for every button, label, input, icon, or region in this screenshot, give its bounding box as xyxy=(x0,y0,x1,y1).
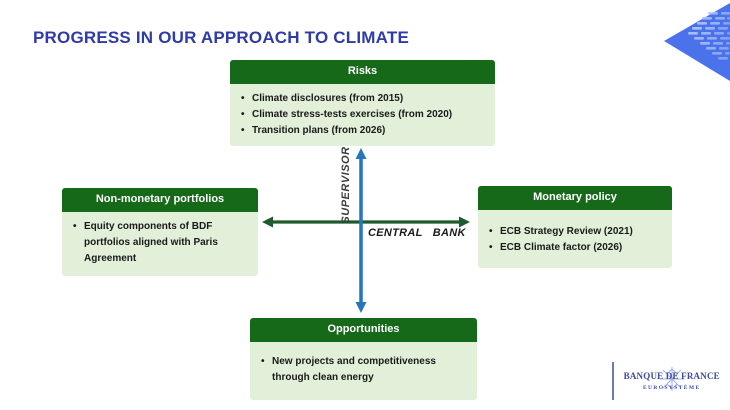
bullet-item: ECB Strategy Review (2021) xyxy=(486,224,668,240)
logo-block: BANQUE DE FRANCE EUROSYSTÈME xyxy=(622,367,723,391)
axis-label-central-bank: CENTRAL BANK xyxy=(368,227,466,239)
bullet-item: Equity components of BDF portfolios alig… xyxy=(70,219,254,267)
corner-arrow-decoration xyxy=(664,3,730,81)
bdf-starburst-icon xyxy=(659,367,684,391)
box-bullets-opportunities: New projects and competitiveness through… xyxy=(250,342,477,393)
bullet-item: Climate disclosures (from 2015) xyxy=(238,91,491,107)
vertical-axis xyxy=(355,148,367,313)
box-header-non-monetary: Non-monetary portfolios xyxy=(62,188,258,212)
quadrant-box-risks: Risks Climate disclosures (from 2015) Cl… xyxy=(230,60,495,146)
box-bullets-risks: Climate disclosures (from 2015) Climate … xyxy=(230,84,495,146)
bullet-item: ECB Climate factor (2026) xyxy=(486,240,668,256)
quadrant-box-non-monetary-portfolios: Non-monetary portfolios Equity component… xyxy=(62,188,258,276)
bullet-item: New projects and competitiveness through… xyxy=(258,354,473,386)
box-bullets-monetary-policy: ECB Strategy Review (2021) ECB Climate f… xyxy=(478,210,672,263)
logo-text-eurosysteme: EUROSYSTÈME xyxy=(642,385,701,391)
box-header-monetary-policy: Monetary policy xyxy=(478,186,672,210)
box-header-risks: Risks xyxy=(230,60,495,84)
quadrant-box-monetary-policy: Monetary policy ECB Strategy Review (202… xyxy=(478,186,672,268)
bullet-item: Transition plans (from 2026) xyxy=(238,123,491,139)
box-bullets-non-monetary: Equity components of BDF portfolios alig… xyxy=(62,212,258,274)
logo-text-banque-de-france: BANQUE DE FRANCE xyxy=(623,371,720,381)
bullet-item: Climate stress-tests exercises (from 202… xyxy=(238,107,491,123)
logo-separator-line xyxy=(612,362,614,400)
page-title: PROGRESS IN OUR APPROACH TO CLIMATE xyxy=(33,28,409,47)
horizontal-axis xyxy=(262,216,470,228)
box-header-opportunities: Opportunities xyxy=(250,318,477,342)
banque-de-france-logo: BANQUE DE FRANCE EUROSYSTÈME xyxy=(612,358,722,404)
quadrant-box-opportunities: Opportunities New projects and competiti… xyxy=(250,318,477,400)
